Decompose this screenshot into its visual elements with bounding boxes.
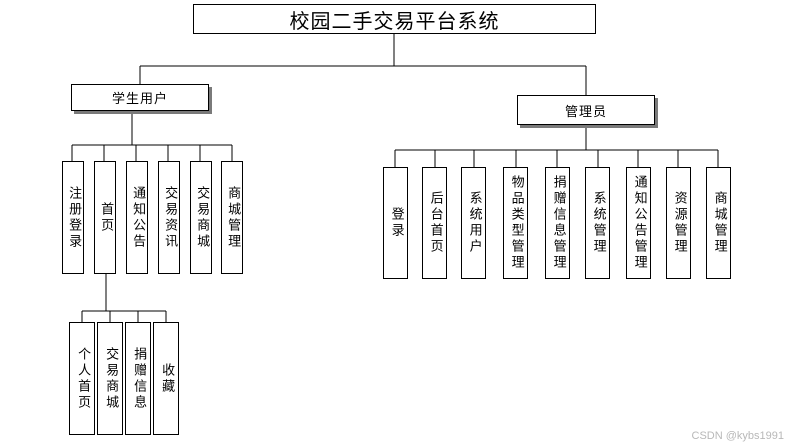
admin-item-notice-manage: 通知公告管理 xyxy=(626,167,651,279)
watermark: CSDN @kybs1991 xyxy=(691,430,784,442)
home-item-personal: 个人首页 xyxy=(69,322,95,435)
node-label: 交易资讯 xyxy=(162,185,178,250)
node-label: 登录 xyxy=(388,207,404,239)
root-node: 校园二手交易平台系统 xyxy=(193,4,596,34)
node-label: 通知公告管理 xyxy=(631,175,647,271)
node-label: 捐赠信息 xyxy=(131,346,147,411)
admin-item-donation: 捐赠信息管理 xyxy=(545,167,570,279)
admin-item-resource-manage: 资源管理 xyxy=(666,167,691,279)
admin-item-backend-home: 后台首页 xyxy=(422,167,447,279)
node-label: 通知公告 xyxy=(130,185,146,250)
student-item-trade-mall: 交易商城 xyxy=(190,161,212,274)
home-item-trade-mall: 交易商城 xyxy=(97,322,123,435)
student-item-register-login: 注册登录 xyxy=(62,161,84,274)
admin-item-system-manage: 系统管理 xyxy=(585,167,610,279)
node-label: 交易商城 xyxy=(194,185,210,250)
node-label: 系统用户 xyxy=(466,191,482,255)
node-label: 捐赠信息管理 xyxy=(550,175,566,271)
student-user-node: 学生用户 xyxy=(71,84,209,111)
node-label: 个人首页 xyxy=(75,346,91,411)
diagram-title: 校园二手交易平台系统 xyxy=(289,8,500,33)
home-item-donation: 捐赠信息 xyxy=(125,322,151,435)
node-label: 系统管理 xyxy=(590,191,606,255)
student-item-home: 首页 xyxy=(94,161,116,274)
student-item-mall-manage: 商城管理 xyxy=(221,161,243,274)
node-label: 注册登录 xyxy=(66,185,82,250)
node-label: 商城管理 xyxy=(225,185,241,250)
node-label: 后台首页 xyxy=(427,191,443,255)
node-label: 商城管理 xyxy=(711,191,727,255)
student-item-trade-news: 交易资讯 xyxy=(158,161,180,274)
node-label: 交易商城 xyxy=(103,346,119,411)
node-label: 收藏 xyxy=(159,362,175,395)
admin-item-item-type: 物品类型管理 xyxy=(503,167,528,279)
student-user-label: 学生用户 xyxy=(111,92,168,107)
node-label: 资源管理 xyxy=(671,191,687,255)
admin-item-login: 登录 xyxy=(383,167,408,279)
student-item-notice: 通知公告 xyxy=(126,161,148,274)
admin-node: 管理员 xyxy=(517,95,655,125)
node-label: 物品类型管理 xyxy=(508,175,524,271)
admin-item-mall-manage: 商城管理 xyxy=(706,167,731,279)
node-label: 首页 xyxy=(98,201,114,234)
home-item-favorites: 收藏 xyxy=(153,322,179,435)
admin-item-system-user: 系统用户 xyxy=(461,167,486,279)
admin-label: 管理员 xyxy=(564,104,607,120)
